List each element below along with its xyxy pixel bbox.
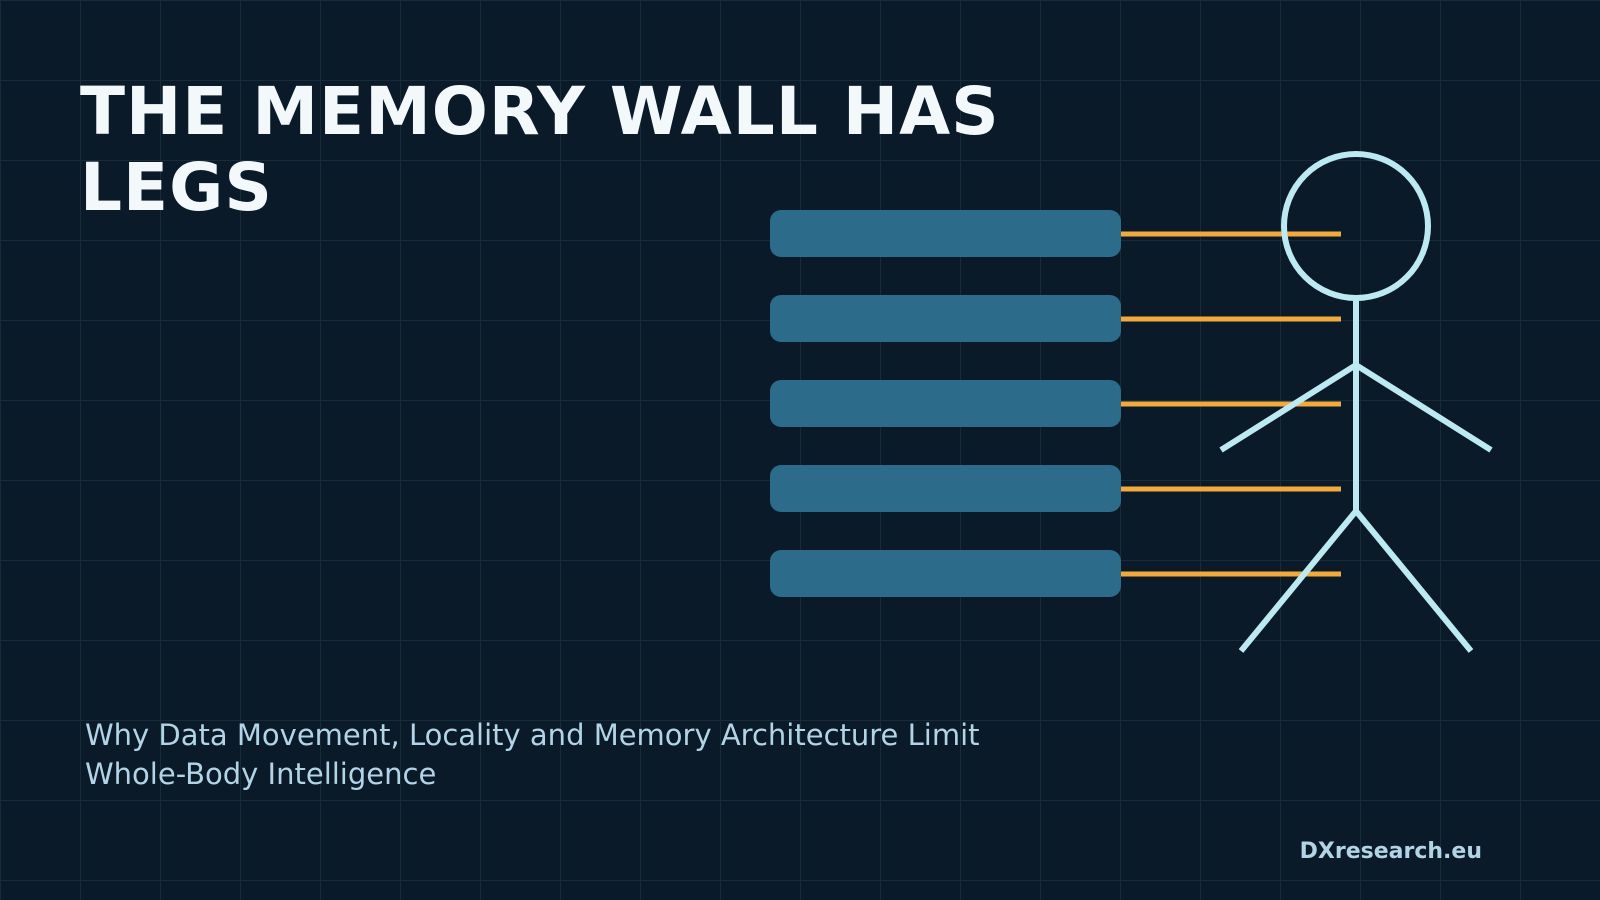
brand-link[interactable]: DXresearch.eu [1299,839,1482,864]
stick-figure-left-arm [1219,362,1358,453]
stick-figure-left-leg [1238,509,1359,653]
memory-block-3 [770,380,1121,427]
memory-block-2 [770,295,1121,342]
stick-figure-right-leg [1353,509,1474,653]
stick-figure-right-arm [1354,362,1493,453]
stick-figure-head [1281,151,1431,301]
slide-title: THE MEMORY WALL HAS LEGS [80,73,1000,226]
memory-block-5 [770,550,1121,597]
connector-lines [1121,231,1341,577]
slide-subtitle: Why Data Movement, Locality and Memory A… [85,718,980,791]
memory-block-1 [770,210,1121,257]
memory-block-4 [770,465,1121,512]
stick-figure-icon [1219,151,1493,653]
memory-blocks [770,210,1121,597]
